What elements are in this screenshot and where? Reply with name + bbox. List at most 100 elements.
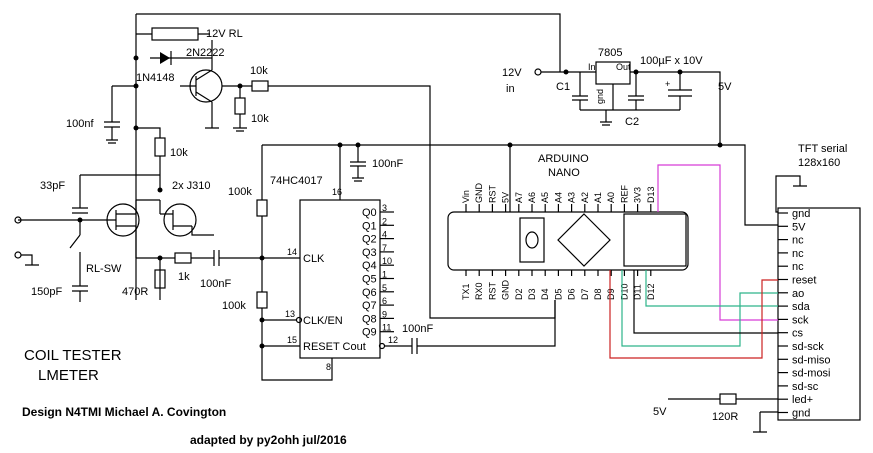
svg-text:100µF x 10V: 100µF x 10V [640, 55, 703, 67]
svg-text:150pF: 150pF [31, 286, 62, 298]
input-terminal-1 [14, 216, 22, 224]
q-output-label: Q3 [362, 247, 377, 259]
wire-d10-cs [633, 270, 778, 334]
q-output-label: Q5 [362, 274, 377, 286]
arduino-nano [447, 211, 689, 271]
svg-text:C2: C2 [625, 116, 639, 128]
svg-text:100nF: 100nF [372, 158, 403, 170]
tft-pin-label: led+ [792, 394, 813, 406]
tft-pin-label: nc [792, 261, 804, 273]
nano-top-pin-label: A4 [553, 192, 563, 203]
tft-pin-label: nc [792, 248, 804, 260]
resistor-120r [719, 393, 737, 405]
switch-rl [69, 220, 81, 286]
svg-text:10k: 10k [170, 147, 188, 159]
nano-top-pin-label: REF [619, 184, 629, 203]
capacitor-c1 [572, 95, 588, 110]
nano-bottom-pin-label: D3 [527, 288, 537, 300]
wire-d8-reset [609, 270, 778, 359]
nano-top-pin-label: 3V3 [633, 187, 643, 203]
q-pin-number: 9 [382, 309, 387, 319]
svg-text:RL-SW: RL-SW [86, 263, 122, 275]
nano-top-pin-label: RST [487, 184, 497, 203]
svg-text:15: 15 [287, 335, 297, 345]
q-pin-number: 2 [382, 216, 387, 226]
resistor-100k-a [256, 199, 268, 217]
resistor-1k [174, 252, 192, 264]
svg-text:NANO: NANO [548, 167, 580, 179]
q-pin-number: 5 [382, 283, 387, 293]
svg-text:33pF: 33pF [40, 180, 65, 192]
q-pin-number: 4 [382, 230, 387, 240]
title-line-1: COIL TESTER [24, 347, 122, 364]
svg-text:14: 14 [287, 247, 297, 257]
q-pin-number: 6 [382, 296, 387, 306]
svg-text:8: 8 [326, 362, 331, 372]
q-output-label: Q0 [362, 207, 377, 219]
diode-label: 1N4148 [136, 72, 175, 84]
svg-text:TFT serial: TFT serial [798, 143, 847, 155]
nano-bottom-pin-label: D10 [619, 283, 629, 300]
nano-top-pin-label: A6 [527, 192, 537, 203]
adapted-credit: adapted by py2ohh jul/2016 [190, 433, 347, 447]
nano-top-pin-label: A7 [514, 192, 524, 203]
q-output-label: Q1 [362, 220, 377, 232]
tft-pin-label: sd-miso [792, 354, 831, 366]
nano-bottom-pin-label: D6 [567, 288, 577, 300]
svg-text:5V: 5V [718, 81, 732, 93]
svg-text:+: + [665, 79, 670, 89]
q-pin-number: 3 [382, 203, 387, 213]
q-output-label: Q9 [362, 327, 377, 339]
svg-text:100nf: 100nf [66, 118, 94, 130]
nano-bottom-pin-label: D7 [580, 288, 590, 300]
nano-top-pin-label: D13 [646, 186, 656, 203]
transistor-label: 2N2222 [186, 47, 225, 59]
resistor-10k-base [251, 80, 269, 92]
capacitor-c2 [628, 72, 644, 110]
svg-text:100k: 100k [222, 300, 246, 312]
capacitor-100nf-ic [350, 145, 366, 182]
tft-pin-label: sck [792, 314, 809, 326]
nano-bottom-pin-label: D5 [553, 288, 563, 300]
svg-text:100nF: 100nF [402, 323, 433, 335]
capacitor-100nf-left [104, 121, 120, 144]
svg-text:5V: 5V [653, 406, 667, 418]
tft-pin-label: gnd [792, 408, 810, 420]
nano-top-pin-label: A0 [606, 192, 616, 203]
wire-d13-sck [657, 164, 778, 321]
svg-text:In: In [588, 62, 596, 72]
q-output-label: Q8 [362, 313, 377, 325]
q-output-label: Q6 [362, 287, 377, 299]
svg-text:12: 12 [388, 335, 398, 345]
nano-bottom-pin-label: TX1 [461, 283, 471, 300]
tft-pin-label: ao [792, 288, 804, 300]
svg-text:470R: 470R [122, 286, 148, 298]
capacitor-100nf-out [384, 300, 556, 354]
tft-pin-label: sda [792, 301, 811, 313]
nano-top-pin-label: A1 [593, 192, 603, 203]
relay-drive-wire [268, 85, 556, 319]
tft-pin-label: sd-mosi [792, 368, 831, 380]
12v-input-terminal [534, 68, 542, 76]
svg-text:16: 16 [332, 187, 342, 197]
q-pin-number: 7 [382, 243, 387, 253]
resistor-100k-b [256, 291, 268, 309]
nano-bottom-pin-label: RX0 [474, 282, 484, 300]
wire-d9-ao [621, 270, 778, 347]
tft-display [777, 207, 861, 421]
tft-pin-label: reset [792, 275, 816, 287]
tft-pin-label: cs [792, 328, 804, 340]
capacitor-100uf [668, 72, 692, 110]
q-output-label: Q7 [362, 300, 377, 312]
tft-pin-label: 5V [792, 221, 806, 233]
input-terminal-2 [14, 251, 22, 259]
svg-text:Out: Out [616, 62, 631, 72]
tft-pin-label: nc [792, 235, 804, 247]
svg-text:10k: 10k [250, 65, 268, 77]
tft-pin-label: sd-sc [792, 381, 819, 393]
nano-top-pin-label: Vin [461, 190, 471, 203]
nano-chip [557, 213, 611, 267]
